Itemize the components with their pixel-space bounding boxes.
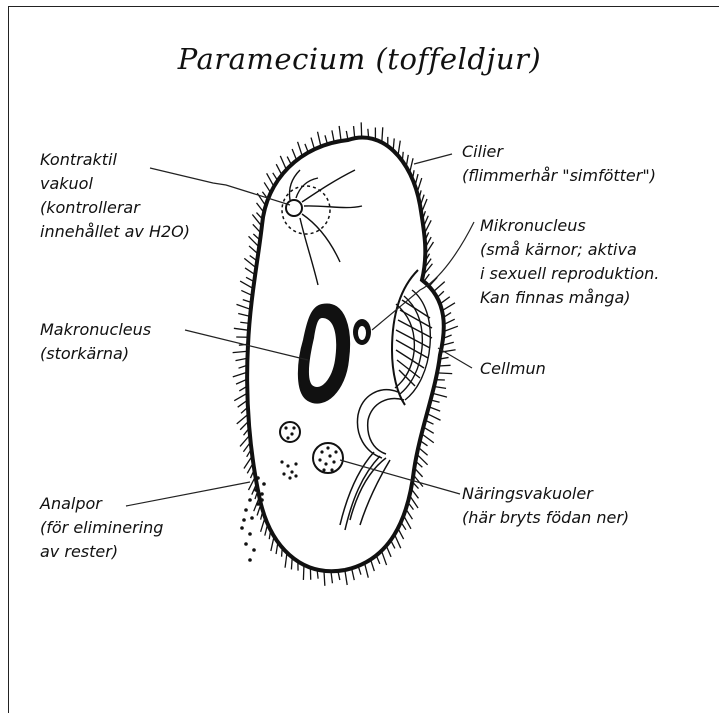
cilium — [427, 414, 441, 421]
cilium — [365, 563, 369, 578]
stipple-dot — [332, 460, 335, 463]
cilium — [240, 281, 253, 289]
stipple-dot — [244, 508, 248, 512]
stipple-dot — [328, 454, 331, 457]
label-line: Cilier — [462, 140, 656, 164]
label-line: (storkärna) — [40, 342, 151, 366]
stipple-dot — [322, 468, 325, 471]
label-mikronucleus: Mikronucleus (små kärnor; aktiva i sexue… — [480, 214, 659, 310]
label-analpor: Analpor (för eliminering av rester) — [40, 492, 163, 564]
food-vacuole-1 — [280, 422, 300, 442]
cilium — [234, 328, 249, 330]
stipple-dot — [294, 474, 297, 477]
cilium — [422, 434, 434, 443]
cilium — [437, 373, 452, 374]
stipple-dot — [288, 476, 291, 479]
leader-cilier — [414, 154, 452, 164]
stipple-dot — [250, 516, 254, 520]
stipple-dot — [254, 488, 258, 492]
stipple-dot — [248, 532, 252, 536]
label-line: Cellmun — [480, 357, 546, 381]
cilium — [432, 393, 447, 397]
label-line: (små kärnor; aktiva — [480, 238, 659, 262]
stipple-dot — [330, 468, 333, 471]
stipple-dot — [326, 446, 329, 449]
stipple-dot — [280, 460, 283, 463]
cilium — [433, 282, 444, 292]
stipple-dot — [256, 476, 260, 480]
label-line: (flimmerhår "simfötter") — [462, 164, 656, 188]
label-line: Analpor — [40, 492, 163, 516]
stipple-dot — [256, 502, 260, 506]
stipple-dot — [324, 462, 327, 465]
stipple-dot — [318, 458, 321, 461]
stipple-dot — [242, 518, 246, 522]
label-makronucleus: Makronucleus (storkärna) — [40, 318, 151, 366]
cilium — [318, 132, 321, 147]
cilium — [339, 126, 341, 141]
cilium — [280, 156, 286, 170]
stipple-dot — [260, 498, 264, 502]
stipple-dot — [286, 464, 289, 467]
cilium — [233, 372, 247, 377]
stipple-dot — [252, 548, 256, 552]
cilium — [298, 142, 303, 156]
stipple-dot — [262, 482, 266, 486]
label-line: vakuol — [40, 172, 190, 196]
label-line: Mikronucleus — [480, 214, 659, 238]
stipple-dot — [248, 558, 252, 562]
label-line: Kontraktil — [40, 148, 190, 172]
stipple-dot — [248, 498, 252, 502]
stipple-dot — [292, 426, 295, 429]
cilium — [444, 326, 458, 331]
label-line: (kontrollerar — [40, 196, 190, 220]
cilium — [345, 570, 347, 585]
label-line: Makronucleus — [40, 318, 151, 342]
label-line: av rester) — [40, 540, 163, 564]
label-line: (för eliminering — [40, 516, 163, 540]
stipple-dot — [290, 432, 293, 435]
label-cellmun: Cellmun — [480, 357, 546, 381]
stipple-dot — [286, 436, 289, 439]
stipple-dot — [260, 492, 264, 496]
stipple-dot — [240, 526, 244, 530]
label-line: (här bryts födan ner) — [462, 506, 629, 530]
cilium — [442, 303, 455, 311]
contractile-vacuole-center — [286, 200, 302, 216]
cilium — [324, 571, 325, 586]
label-cilier: Cilier (flimmerhår "simfötter") — [462, 140, 656, 188]
stipple-dot — [244, 542, 248, 546]
label-kontraktil-vakuol: Kontraktil vakuol (kontrollerar innehåll… — [40, 148, 190, 244]
micronucleus-inner — [358, 326, 366, 340]
cilium — [233, 351, 248, 352]
label-line: Näringsvakuoler — [462, 482, 629, 506]
label-line: i sexuell reproduktion. — [480, 262, 659, 286]
stipple-dot — [320, 450, 323, 453]
cilium — [236, 304, 250, 309]
label-line: innehållet av H2O) — [40, 220, 190, 244]
stipple-dot — [334, 450, 337, 453]
cilium — [361, 122, 362, 137]
stipple-dot — [290, 470, 293, 473]
stipple-dot — [282, 472, 285, 475]
stipple-dot — [284, 426, 287, 429]
label-line: Kan finnas många) — [480, 286, 659, 310]
label-naringsvakuoler: Näringsvakuoler (här bryts födan ner) — [462, 482, 629, 530]
cilium — [381, 551, 386, 565]
stipple-dot — [294, 462, 297, 465]
